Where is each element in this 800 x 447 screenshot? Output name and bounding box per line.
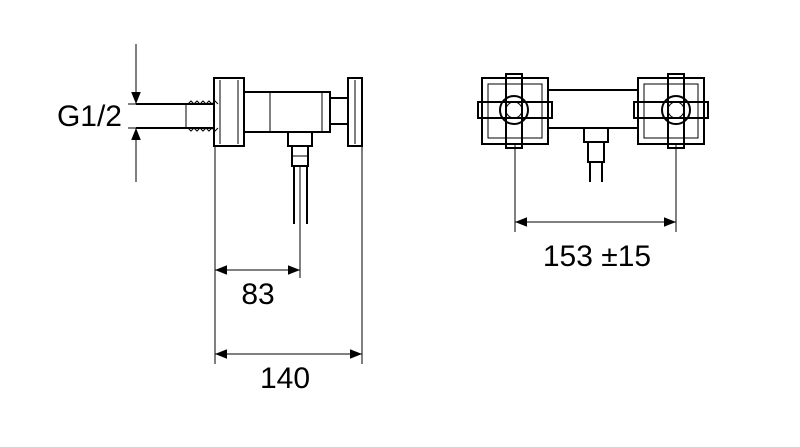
handle-side bbox=[329, 77, 363, 147]
front-view: 153 ±15 bbox=[477, 73, 709, 273]
total-depth-dimension: 140 bbox=[215, 349, 362, 395]
center-distance-dimension: 153 ±15 bbox=[515, 217, 676, 273]
side-view: G1/2 83 140 bbox=[57, 44, 363, 395]
threaded-inlet bbox=[136, 100, 219, 132]
total-depth-label: 140 bbox=[260, 362, 310, 395]
outlet-connector bbox=[287, 131, 313, 224]
thread-label: G1/2 bbox=[57, 100, 122, 133]
mixer-body-front bbox=[547, 89, 639, 129]
escutcheon bbox=[213, 77, 245, 147]
outlet-offset-dimension: 83 bbox=[215, 265, 300, 311]
center-distance-label: 153 ±15 bbox=[543, 240, 651, 273]
mixer-body bbox=[243, 91, 331, 133]
outlet-offset-label: 83 bbox=[241, 278, 274, 311]
thread-dimension: G1/2 bbox=[57, 44, 141, 182]
handle-right bbox=[633, 73, 709, 149]
outlet-front bbox=[583, 127, 609, 182]
handle-left bbox=[477, 73, 553, 149]
